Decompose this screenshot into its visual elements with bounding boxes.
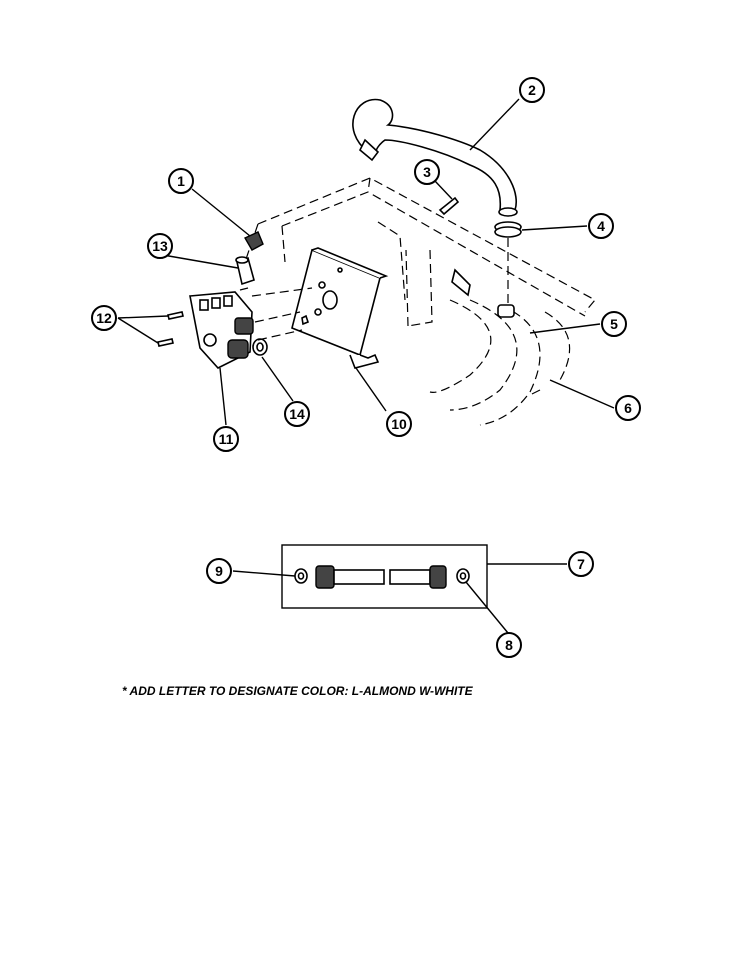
svg-text:13: 13 [152, 238, 168, 254]
hose-clamp [494, 221, 522, 305]
svg-text:6: 6 [624, 400, 632, 416]
callout-1: 1 [168, 168, 194, 194]
callout-9: 9 [206, 558, 232, 584]
callout-10: 10 [386, 411, 412, 437]
leader-lines [117, 98, 615, 634]
screw-part-3 [438, 196, 460, 216]
svg-text:11: 11 [219, 431, 234, 447]
svg-text:10: 10 [391, 416, 407, 432]
svg-text:1: 1 [177, 173, 185, 189]
valve-washer [252, 338, 268, 356]
mounting-bracket [291, 247, 389, 369]
svg-text:4: 4 [597, 218, 605, 234]
svg-text:8: 8 [505, 637, 513, 653]
inlet-tube [235, 256, 255, 286]
callout-8: 8 [496, 632, 522, 658]
svg-text:14: 14 [289, 406, 305, 422]
valve-screws [157, 311, 184, 347]
callout-11: 11 [213, 426, 239, 452]
inlet-clip [244, 231, 264, 251]
tub-inlet [451, 268, 515, 318]
assembly-lines [239, 287, 313, 341]
callout-6: 6 [615, 395, 641, 421]
svg-text:2: 2 [528, 82, 536, 98]
callout-12: 12 [91, 305, 117, 331]
inlet-hose-kit [281, 544, 488, 609]
callout-2: 2 [519, 77, 545, 103]
water-valve [189, 291, 254, 369]
cabinet-outline [244, 177, 596, 327]
fill-hose [352, 98, 518, 217]
svg-text:5: 5 [610, 316, 618, 332]
callout-7: 7 [568, 551, 594, 577]
callout-13: 13 [147, 233, 173, 259]
tub-outline [429, 299, 571, 426]
color-footnote: * ADD LETTER TO DESIGNATE COLOR: L-ALMON… [122, 684, 473, 698]
callout-4: 4 [588, 213, 614, 239]
svg-text:7: 7 [577, 556, 585, 572]
callout-3: 3 [414, 159, 440, 185]
callout-5: 5 [601, 311, 627, 337]
svg-text:12: 12 [96, 310, 112, 326]
callout-14: 14 [284, 401, 310, 427]
svg-text:9: 9 [215, 563, 223, 579]
svg-text:3: 3 [423, 164, 431, 180]
